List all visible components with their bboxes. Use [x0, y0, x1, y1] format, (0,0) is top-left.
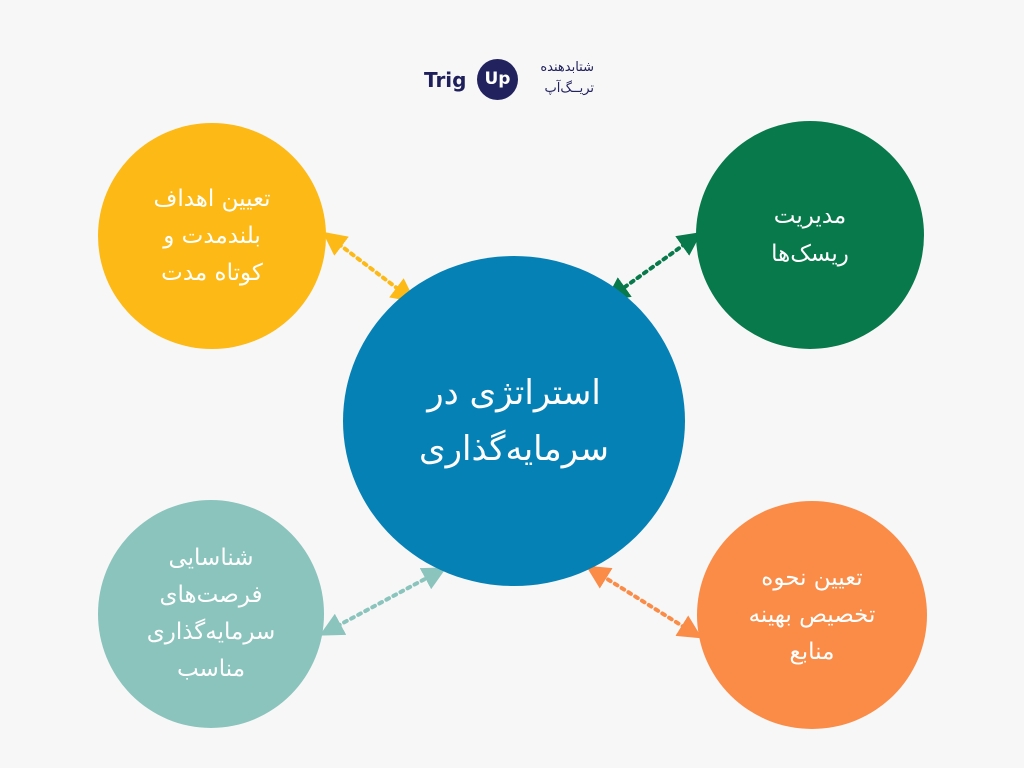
brand-logo: Trig Up شتابدهنده تریــگ‌آپ	[424, 58, 604, 106]
node-risk-management: مدیریت ریسک‌ها	[696, 121, 924, 349]
connector-top-right	[605, 232, 702, 301]
node-long-short-term-goals-label: تعیین اهداف بلندمدت و کوتاه مدت	[153, 185, 271, 286]
connector-bottom-left	[319, 567, 447, 636]
logo-up-badge: Up	[477, 59, 518, 100]
node-investment-strategy-label: استراتژی در سرمایه‌گذاری	[418, 373, 610, 469]
node-resource-allocation-label: تعیین نحوه تخصیص بهینه منابع	[748, 564, 876, 665]
node-resource-allocation: تعیین نحوه تخصیص بهینه منابع	[697, 501, 927, 729]
logo-persian-line1: شتابدهنده	[540, 60, 594, 75]
node-long-short-term-goals: تعیین اهداف بلندمدت و کوتاه مدت	[98, 123, 326, 349]
node-identify-opportunities: شناسایی فرصت‌های سرمایه‌گذاری مناسب	[98, 500, 324, 728]
logo-trig-text: Trig	[424, 68, 467, 92]
logo-persian-line2: تریــگ‌آپ	[544, 81, 594, 96]
connector-top-left	[322, 231, 416, 303]
node-investment-strategy: استراتژی در سرمایه‌گذاری	[343, 256, 685, 586]
node-risk-management-label: مدیریت ریسک‌ها	[771, 203, 849, 267]
node-identify-opportunities-label: شناسایی فرصت‌های سرمایه‌گذاری مناسب	[146, 545, 276, 682]
connector-bottom-right	[585, 565, 703, 639]
